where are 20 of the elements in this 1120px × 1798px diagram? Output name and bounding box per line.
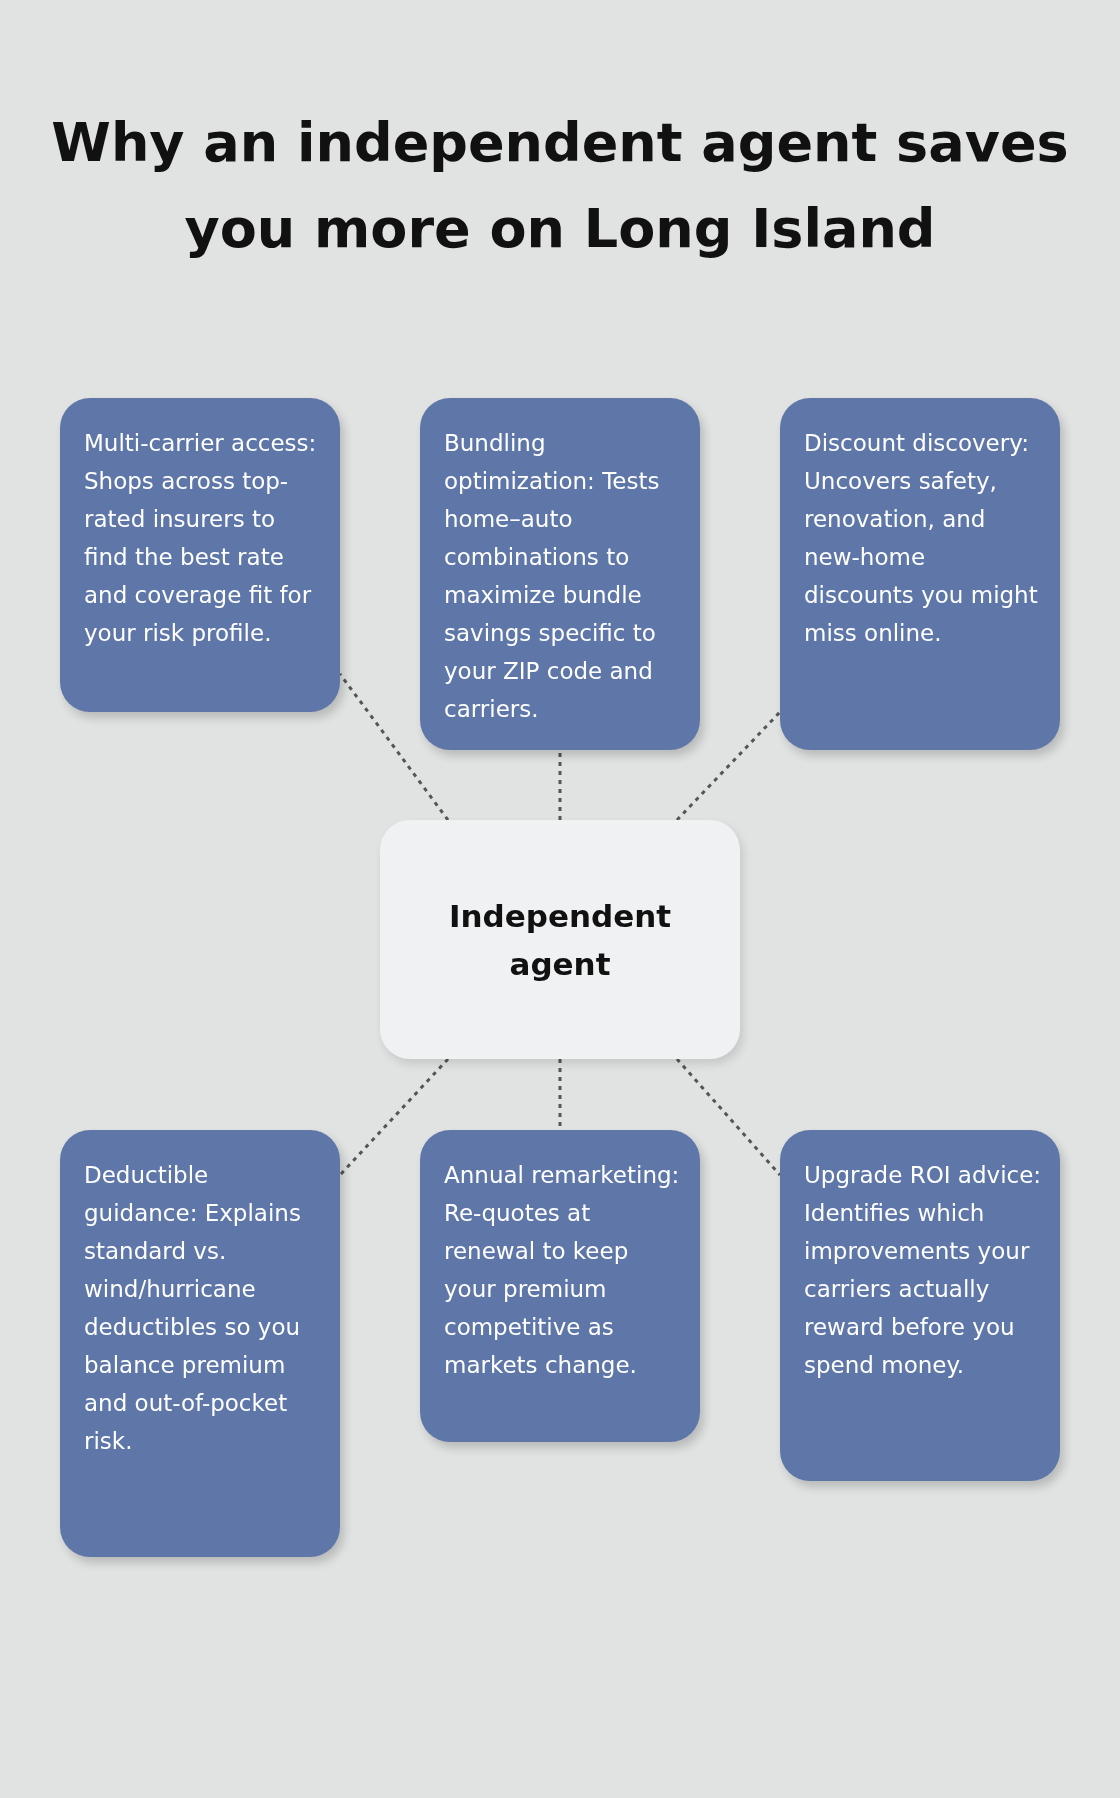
card-text: Multi-carrier access: Shops across top-rated insurers to find the best rate and coverage fit for your risk profile. <box>83 429 318 648</box>
dotted-connector <box>338 673 450 821</box>
info-card <box>420 398 700 750</box>
dotted-connector <box>675 710 782 822</box>
info-card <box>420 1130 700 1442</box>
info-card <box>780 1130 1060 1481</box>
info-card <box>60 398 340 712</box>
center-label: Independent agent <box>447 896 673 984</box>
card-text: Bundling optimization: Tests home–auto combinations to maximize bundle savings specific to your ZIP code and carriers. <box>443 429 661 724</box>
card-text: Upgrade ROI advice: Identifies which improvements your carriers actually reward before you spend money. <box>803 1161 1043 1380</box>
info-card <box>60 1130 340 1557</box>
center-box <box>380 820 740 1059</box>
card-text: Annual remarketing: Re-quotes at renewal to keep your premium competitive as markets change. <box>443 1161 681 1380</box>
dotted-connector <box>675 1058 782 1176</box>
dotted-connector <box>338 1057 450 1177</box>
card-text: Discount discovery: Uncovers safety, renovation, and new-home discounts you might miss online. <box>803 429 1039 648</box>
dotted-connector <box>558 750 562 820</box>
card-text: Deductible guidance: Explains standard vs. wind/hurricane deductibles so you balance premium and out-of-pocket risk. <box>83 1161 302 1456</box>
info-card <box>780 398 1060 750</box>
title: Why an independent agent saves you more on Long Island <box>50 110 1070 262</box>
